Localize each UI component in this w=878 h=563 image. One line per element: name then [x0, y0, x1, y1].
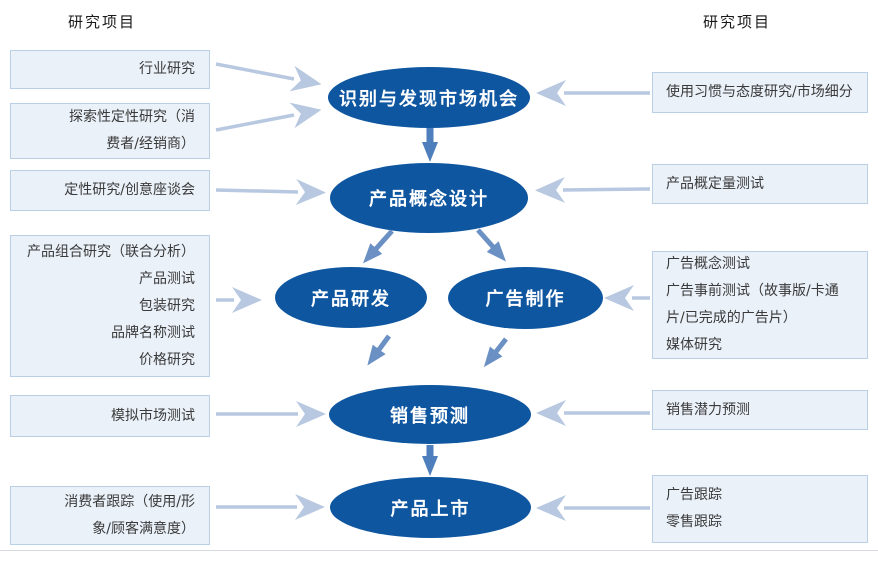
right-box-ad-retail-tracking: 广告跟踪 零售跟踪: [652, 475, 868, 543]
box-line: 模拟市场测试: [111, 407, 195, 424]
box-line: 产品组合研究（联合分析）: [27, 243, 195, 260]
box-line: 使用习惯与态度研究/市场细分: [666, 84, 853, 100]
right-box-product-concept-quantitative-test: 产品概定量测试: [652, 164, 868, 204]
arrow-exploratory-research-to-opportunity: [215, 102, 322, 132]
column-header-left: 研究项目: [68, 13, 137, 31]
left-box-product-portfolio-research: 产品组合研究（联合分析） 产品测试 包装研究 品牌名称测试 价格研究: [10, 235, 210, 377]
left-box-qualitative-research-creative-session: 定性研究/创意座谈会: [10, 170, 210, 211]
arrow-concept-design-to-ad-production: [476, 228, 506, 262]
column-header-right: 研究项目: [703, 13, 772, 31]
box-line: 费者/经销商）: [106, 136, 195, 152]
node-identify-market-opportunity: 识别与发现市场机会: [328, 67, 530, 128]
box-line: 媒体研究: [666, 337, 722, 353]
box-line: 广告跟踪: [666, 487, 722, 503]
node-product-development: 产品研发: [275, 267, 427, 328]
box-line: 零售跟踪: [666, 514, 722, 530]
right-box-sales-potential-forecast: 销售潜力预测: [652, 390, 868, 430]
node-product-launch: 产品上市: [330, 477, 531, 538]
arrow-industry-research-to-opportunity: [215, 62, 322, 92]
bottom-divider: [0, 550, 878, 551]
left-box-exploratory-qualitative-research: 探索性定性研究（消 费者/经销商）: [10, 103, 210, 159]
left-box-simulated-market-test: 模拟市场测试: [10, 395, 210, 437]
node-product-concept-design: 产品概念设计: [330, 163, 528, 233]
box-line: 产品测试: [139, 270, 195, 287]
arrow-ad-production-to-sales-forecast: [483, 337, 508, 368]
arrow-creative-session-to-concept-design: [215, 178, 326, 205]
node-ad-production: 广告制作: [448, 267, 603, 329]
box-line: 品牌名称测试: [111, 324, 195, 341]
box-line: 行业研究: [139, 61, 195, 77]
box-line: 探索性定性研究（消: [69, 109, 195, 125]
box-line: 定性研究/创意座谈会: [64, 182, 195, 198]
box-line: 广告事前测试（故事版/卡通: [666, 283, 839, 299]
node-sales-forecast: 销售预测: [329, 385, 531, 444]
left-box-industry-research: 行业研究: [10, 50, 210, 89]
box-line: 销售潜力预测: [666, 401, 750, 418]
arrow-product-development-to-sales-forecast: [367, 334, 392, 366]
arrow-concept-design-to-product-development: [362, 229, 394, 264]
box-line: 产品概定量测试: [666, 175, 764, 192]
box-line: 象/顾客满意度）: [92, 520, 195, 537]
box-line: 消费者跟踪（使用/形: [64, 493, 195, 510]
box-line: 价格研究: [139, 351, 195, 368]
box-line: 包装研究: [139, 297, 195, 314]
box-line: 片/已完成的广告片）: [666, 310, 797, 326]
right-box-usage-attitude-research: 使用习惯与态度研究/市场细分: [652, 72, 868, 113]
box-line: 广告概念测试: [666, 256, 750, 272]
right-box-ad-testing: 广告概念测试 广告事前测试（故事版/卡通 片/已完成的广告片） 媒体研究: [652, 251, 868, 359]
left-box-consumer-tracking: 消费者跟踪（使用/形 象/顾客满意度）: [10, 486, 210, 545]
arrow-quantitative-test-to-concept-design: [535, 176, 651, 203]
